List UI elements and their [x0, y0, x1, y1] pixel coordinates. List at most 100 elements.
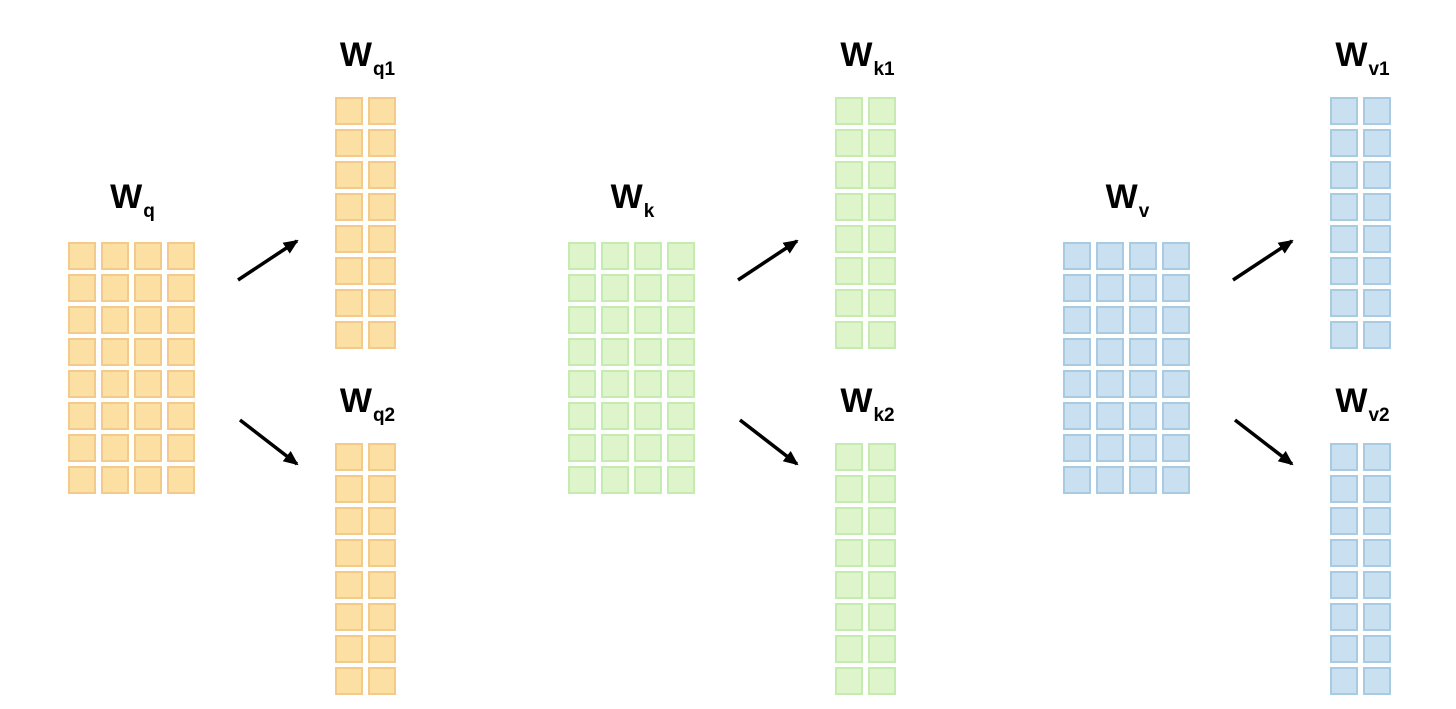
matrix-cell [835, 571, 863, 599]
matrix-cell [835, 225, 863, 253]
matrix-cell [1129, 466, 1157, 494]
matrix-label-wv: Wv [1057, 178, 1197, 222]
matrix-cell [1330, 507, 1358, 535]
matrix-cell [1363, 571, 1391, 599]
matrix-cell [1096, 370, 1124, 398]
matrix-cell [1096, 306, 1124, 334]
matrix-label-wk1: Wk1 [825, 36, 909, 80]
matrix-cell [1096, 338, 1124, 366]
matrix-cell [634, 274, 662, 302]
matrix-cell [134, 402, 162, 430]
matrix-cell [335, 193, 363, 221]
arrows-layer [1232, 239, 1294, 466]
matrix-cell [601, 466, 629, 494]
matrix-cell [167, 338, 195, 366]
matrix-cell [1363, 603, 1391, 631]
matrix-cell [868, 571, 896, 599]
label-subscript: k1 [873, 59, 895, 80]
matrix-cell [835, 289, 863, 317]
matrix-cell [68, 242, 96, 270]
label-base: W [840, 36, 873, 74]
matrix-cell [1330, 129, 1358, 157]
matrix-cell [868, 257, 896, 285]
matrix-cell [601, 338, 629, 366]
matrix-cell [868, 667, 896, 695]
matrix-cell [634, 402, 662, 430]
label-base: W [840, 382, 873, 420]
matrix-cell [1330, 443, 1358, 471]
weight-matrix-wv2 [1330, 443, 1391, 695]
matrix-cell [68, 370, 96, 398]
matrix-cell [634, 434, 662, 462]
matrix-cell [1129, 434, 1157, 462]
matrix-label-wk2: Wk2 [825, 382, 909, 426]
matrix-cell [167, 274, 195, 302]
matrix-cell [368, 257, 396, 285]
matrix-cell [835, 161, 863, 189]
matrix-cell [601, 370, 629, 398]
matrix-cell [835, 603, 863, 631]
matrix-cell [335, 475, 363, 503]
matrix-cell [1363, 161, 1391, 189]
matrix-cell [101, 242, 129, 270]
group-key: Wk Wk1 Wk2 [500, 0, 961, 709]
matrix-cell [368, 475, 396, 503]
matrix-cell [1063, 338, 1091, 366]
matrix-cell [167, 434, 195, 462]
matrix-cell [68, 338, 96, 366]
group-value: Wv Wv1 Wv2 [995, 0, 1456, 709]
matrix-cell [634, 242, 662, 270]
matrix-cell [101, 338, 129, 366]
matrix-cell [68, 434, 96, 462]
matrix-cell [601, 274, 629, 302]
label-base: W [339, 382, 372, 420]
matrix-cell [335, 635, 363, 663]
matrix-cell [368, 507, 396, 535]
matrix-cell [667, 274, 695, 302]
matrix-cell [1330, 289, 1358, 317]
matrix-cell [868, 129, 896, 157]
weight-matrix-wk1 [835, 97, 896, 349]
matrix-cell [368, 193, 396, 221]
weight-matrix-wq1 [335, 97, 396, 349]
matrix-cell [835, 539, 863, 567]
label-base: W [110, 178, 143, 216]
matrix-cell [335, 571, 363, 599]
matrix-cell [1063, 402, 1091, 430]
matrix-cell [101, 402, 129, 430]
matrix-cell [1096, 434, 1124, 462]
arrow-to-split1 [237, 239, 299, 282]
matrix-cell [368, 225, 396, 253]
matrix-label-wk: Wk [562, 178, 702, 222]
matrix-cell [68, 306, 96, 334]
matrix-cell [368, 571, 396, 599]
matrix-cell [335, 507, 363, 535]
matrix-cell [368, 129, 396, 157]
matrix-cell [1063, 466, 1091, 494]
matrix-cell [68, 466, 96, 494]
matrix-cell [335, 161, 363, 189]
matrix-cell [1330, 321, 1358, 349]
matrix-cell [1363, 475, 1391, 503]
matrix-cell [835, 507, 863, 535]
matrix-cell [101, 274, 129, 302]
matrix-cell [568, 274, 596, 302]
matrix-cell [1363, 635, 1391, 663]
matrix-cell [68, 274, 96, 302]
matrix-cell [868, 289, 896, 317]
label-subscript: v1 [1368, 59, 1390, 80]
matrix-cell [1363, 667, 1391, 695]
matrix-cell [835, 321, 863, 349]
matrix-cell [167, 306, 195, 334]
label-subscript: k [643, 201, 655, 222]
label-base: W [1335, 382, 1368, 420]
arrow-to-split1 [737, 239, 799, 282]
arrow-to-split2 [738, 418, 799, 466]
arrows-layer [237, 239, 299, 466]
matrix-cell [1129, 306, 1157, 334]
matrix-cell [335, 539, 363, 567]
matrix-cell [568, 338, 596, 366]
matrix-cell [368, 539, 396, 567]
matrix-cell [1363, 443, 1391, 471]
